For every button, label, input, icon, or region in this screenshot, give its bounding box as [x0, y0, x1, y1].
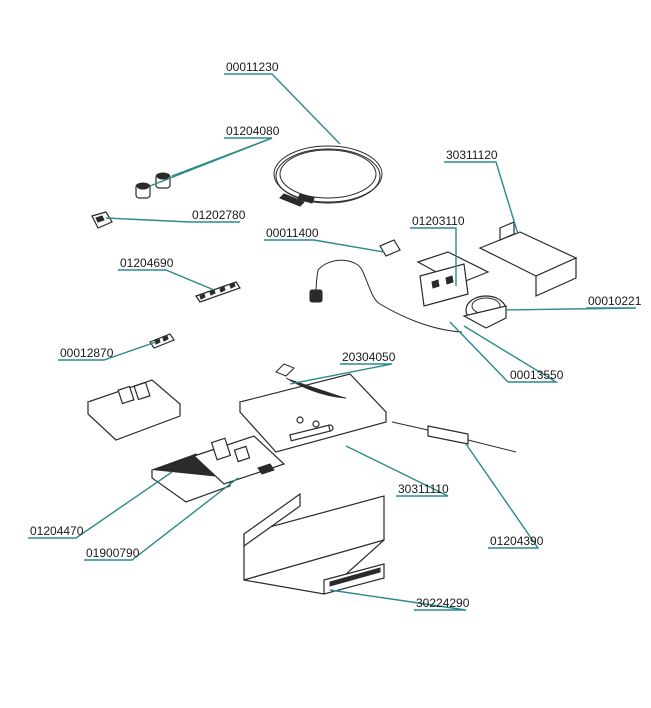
part-labels: 00011230 01204080 30311120 01202780 0120… — [30, 60, 642, 610]
part-number-01204690: 01204690 — [120, 256, 174, 270]
part-number-01202780: 01202780 — [192, 208, 246, 222]
part-number-01900790: 01900790 — [86, 546, 140, 560]
part-number-00010221: 00010221 — [588, 294, 642, 308]
part-number-00011400: 00011400 — [266, 226, 319, 240]
driver-module-part — [391, 421, 517, 453]
part-number-30224290: 30224290 — [416, 596, 470, 610]
connector-part — [149, 333, 175, 349]
chassis-part — [243, 492, 385, 595]
part-number-00012870: 00012870 — [60, 346, 114, 360]
part-number-01204470: 01204470 — [30, 524, 84, 538]
part-number-20304050: 20304050 — [342, 350, 396, 364]
cover-plate-part — [238, 363, 388, 453]
part-number-30311110: 30311110 — [398, 482, 449, 496]
mounting-bracket-part — [478, 221, 578, 297]
relay-board-part — [86, 379, 182, 441]
switch-part — [91, 211, 113, 229]
part-number-01203110: 01203110 — [412, 214, 465, 228]
control-board-part — [192, 435, 286, 485]
leader-lines — [28, 73, 637, 611]
part-number-30311120: 30311120 — [446, 148, 498, 162]
terminal-block-part — [195, 281, 241, 303]
valve-manifold-part — [309, 239, 507, 333]
part-number-01204390: 01204390 — [490, 534, 544, 548]
part-number-00013550: 00013550 — [510, 368, 564, 382]
hose-coil-part — [273, 145, 383, 207]
part-number-01204080: 01204080 — [226, 124, 280, 138]
part-number-00011230: 00011230 — [226, 60, 279, 74]
